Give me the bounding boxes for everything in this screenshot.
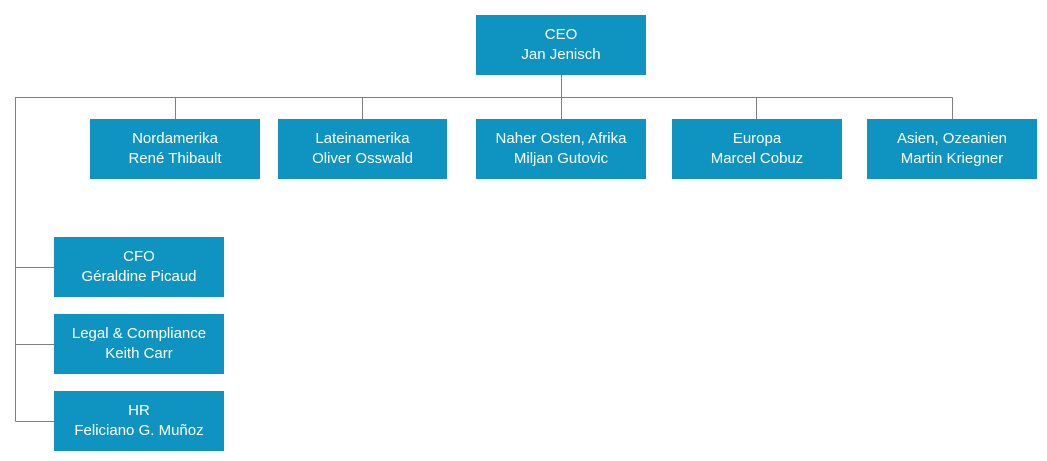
org-node-nordamerika[interactable]: Nordamerika René Thibault	[90, 119, 260, 179]
node-name: Keith Carr	[105, 345, 173, 362]
org-node-europa[interactable]: Europa Marcel Cobuz	[672, 119, 842, 179]
node-role: Europa	[732, 130, 782, 147]
node-name: Marcel Cobuz	[710, 150, 804, 167]
node-name: Jan Jenisch	[521, 46, 601, 63]
node-name: Miljan Gutovic	[513, 150, 609, 167]
node-role: HR	[128, 402, 150, 419]
node-role: Naher Osten, Afrika	[495, 130, 627, 147]
node-role: Lateinamerika	[315, 130, 410, 147]
org-node-hr[interactable]: HR Feliciano G. Muñoz	[54, 391, 224, 451]
org-node-naher-osten-afrika[interactable]: Naher Osten, Afrika Miljan Gutovic	[476, 119, 646, 179]
org-node-lateinamerika[interactable]: Lateinamerika Oliver Osswald	[278, 119, 447, 179]
org-node-cfo[interactable]: CFO Géraldine Picaud	[54, 237, 224, 297]
node-name: Feliciano G. Muñoz	[74, 422, 204, 439]
node-name: Géraldine Picaud	[81, 268, 197, 285]
node-role: CEO	[544, 26, 578, 43]
node-name: Oliver Osswald	[312, 150, 413, 167]
org-node-legal-compliance[interactable]: Legal & Compliance Keith Carr	[54, 314, 224, 374]
node-role: Asien, Ozeanien	[896, 130, 1008, 147]
node-name: Martin Kriegner	[900, 150, 1004, 167]
org-node-asien-ozeanien[interactable]: Asien, Ozeanien Martin Kriegner	[867, 119, 1037, 179]
org-node-ceo[interactable]: CEO Jan Jenisch	[476, 15, 646, 75]
node-role: Legal & Compliance	[71, 325, 207, 342]
node-name: René Thibault	[128, 150, 222, 167]
node-role: CFO	[123, 248, 155, 265]
node-role: Nordamerika	[132, 130, 218, 147]
